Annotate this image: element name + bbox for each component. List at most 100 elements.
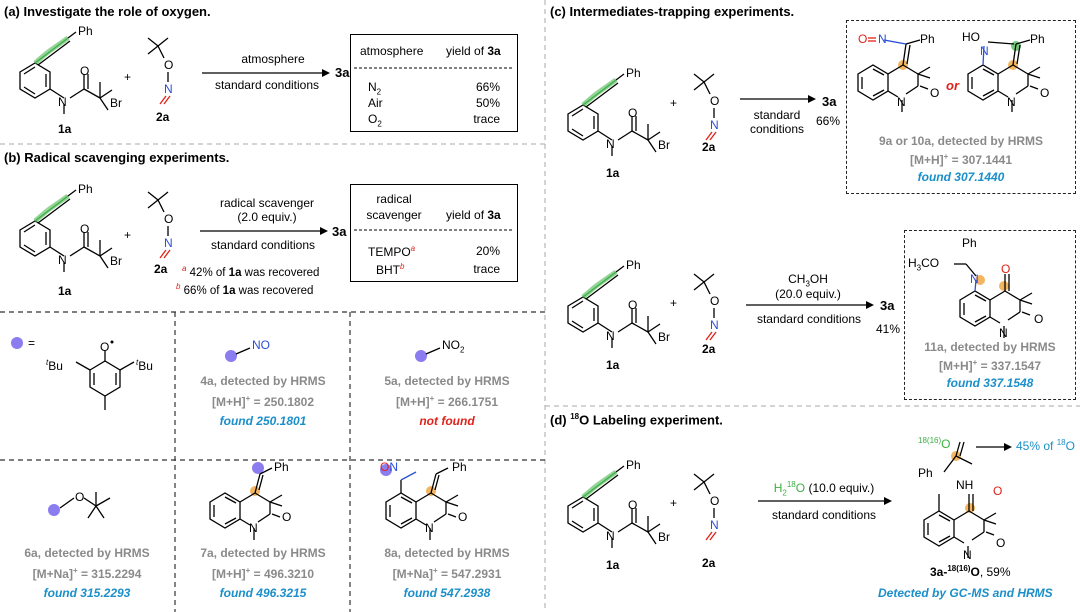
h3co-label: H3CO bbox=[908, 256, 939, 272]
cell-4a-ion: [M+H]+ = 250.1802 bbox=[178, 394, 348, 409]
ion-sup: + bbox=[72, 566, 78, 575]
ion-11a: [M+H]+ = 337.1547 bbox=[906, 358, 1074, 373]
ion-label: [M+Na] bbox=[392, 567, 433, 581]
reagent-2a-label: 2a bbox=[156, 110, 170, 124]
note-45-text: 45% of bbox=[1016, 439, 1054, 453]
note-45-o: O bbox=[1065, 439, 1075, 453]
atom-o-2a: O bbox=[710, 94, 720, 108]
cell-8a-ion: [M+Na]+ = 547.2931 bbox=[352, 566, 542, 581]
ion-9a-10a: [M+H]+ = 307.1441 bbox=[848, 152, 1074, 167]
group-no2: NO2 bbox=[442, 338, 464, 354]
atom-o: O bbox=[628, 298, 638, 312]
reagent-2a-structure bbox=[147, 37, 171, 105]
tbu-right: tBu bbox=[136, 358, 153, 373]
bht-mark: b bbox=[400, 262, 405, 271]
ion-label: [M+Na] bbox=[32, 567, 73, 581]
yield-o2: trace bbox=[473, 112, 500, 126]
legend-equals: = bbox=[28, 336, 36, 350]
reagent-2a-label: 2a bbox=[702, 140, 716, 154]
atom-o: O bbox=[80, 64, 90, 78]
detected-note: Detected by GC-MS and HRMS bbox=[878, 586, 1053, 600]
ion-sup: + bbox=[245, 394, 251, 403]
atom-n-2a: N bbox=[164, 236, 173, 250]
atom-o-bht: O bbox=[100, 340, 110, 354]
gas-air: Air bbox=[368, 96, 383, 110]
tbu-prefix: t bbox=[46, 358, 49, 367]
product-yield: , 59% bbox=[979, 565, 1011, 579]
box-11a bbox=[904, 230, 1076, 400]
cell-5a-ion: [M+H]+ = 266.1751 bbox=[354, 394, 540, 409]
water-o: O bbox=[795, 481, 806, 495]
reaction-arrow bbox=[202, 69, 330, 77]
condition-top-equiv: (2.0 equiv.) bbox=[237, 210, 297, 224]
atom-o-11a: O bbox=[1001, 262, 1011, 276]
atom-n-9a: N bbox=[878, 32, 887, 46]
bht-label: BHT bbox=[376, 263, 400, 277]
reagent-2a-structure bbox=[147, 191, 171, 259]
title-sup: 18 bbox=[570, 412, 580, 421]
atom-n-2a: N bbox=[710, 118, 719, 132]
row-gas: Air bbox=[368, 96, 383, 110]
atom-n: N bbox=[249, 521, 258, 535]
plus-sign: + bbox=[670, 96, 678, 110]
reagent-2a-structure bbox=[693, 473, 717, 541]
radical-dot bbox=[225, 347, 251, 362]
table-head-yield-3a: 3a bbox=[487, 208, 501, 222]
atom-n: N bbox=[58, 95, 67, 109]
product-3a: 3a bbox=[822, 94, 837, 109]
atom-n-ring-9a: N bbox=[897, 95, 906, 109]
amide-arm bbox=[943, 441, 973, 473]
atom-n: N bbox=[606, 529, 615, 543]
atom-o-ring-9a: O bbox=[930, 86, 940, 100]
6a-structure bbox=[48, 492, 111, 519]
atom-n: N bbox=[606, 137, 615, 151]
atom-br: Br bbox=[658, 530, 670, 544]
condition-top: radical scavenger bbox=[219, 196, 315, 210]
note-a-tail: was recovered bbox=[244, 266, 320, 279]
table-head-yield: yield of 3a bbox=[446, 44, 501, 58]
reagent-2a-label: 2a bbox=[702, 556, 716, 570]
cell-7a-caption: 7a, detected by HRMS bbox=[200, 546, 326, 560]
table-head-yield-3a: 3a bbox=[487, 44, 501, 58]
product-3a: 3a bbox=[332, 224, 347, 239]
title-text: O Labeling experiment. bbox=[579, 412, 723, 428]
panel-a-title: (a) Investigate the role of oxygen. bbox=[4, 4, 211, 19]
group-ph: Ph bbox=[274, 460, 289, 474]
atom-n: N bbox=[58, 253, 67, 267]
table-rule bbox=[354, 229, 512, 231]
cell-4a-caption: 4a, detected by HRMS bbox=[200, 374, 326, 388]
atom-n-ring-10a: N bbox=[1007, 95, 1016, 109]
note-45: 45% of 18O bbox=[1016, 438, 1075, 453]
ion-label: [M+H] bbox=[211, 395, 246, 409]
product-3a: 3a- bbox=[930, 565, 948, 579]
note-45-sup: 18 bbox=[1056, 438, 1066, 447]
row-tempo: TEMPOa bbox=[368, 244, 415, 259]
note-b-tail: was recovered bbox=[238, 284, 314, 297]
yield-n2: 66% bbox=[475, 80, 500, 94]
atom-o-2a: O bbox=[710, 294, 720, 308]
atom-n: N bbox=[425, 521, 434, 535]
row-gas: N2 bbox=[368, 80, 381, 96]
table-head-yield-text: yield of bbox=[446, 44, 485, 58]
product-3a: 3a bbox=[880, 298, 895, 313]
panel-d-title: (d) 18O Labeling experiment. bbox=[550, 412, 723, 427]
radical-dot bbox=[415, 347, 441, 362]
table-head-yield: yield of 3a bbox=[446, 208, 501, 222]
atom-o-ring-10a: O bbox=[1040, 86, 1050, 100]
note-arrow bbox=[976, 443, 1012, 451]
atom-n-2a: N bbox=[164, 82, 173, 96]
table-head-scavenger: scavenger bbox=[366, 208, 422, 222]
note-b: b 66% of 1a was recovered bbox=[176, 282, 313, 297]
cell-5a-caption: 5a, detected by HRMS bbox=[384, 374, 510, 388]
reagent-2a-structure bbox=[693, 273, 717, 341]
box-9a-10a bbox=[846, 20, 1076, 194]
product-label: 3a-18(16)O, 59% bbox=[930, 564, 1011, 579]
note-a: a 42% of 1a was recovered bbox=[182, 264, 319, 279]
table-rule bbox=[354, 67, 512, 69]
ion-value: = 250.1802 bbox=[253, 395, 315, 409]
group-no: NO bbox=[252, 338, 270, 352]
11a-structure bbox=[954, 263, 1033, 339]
reaction-arrow bbox=[758, 497, 892, 505]
row-gas: O2 bbox=[368, 112, 382, 128]
ion-label: [M+H] bbox=[395, 395, 430, 409]
